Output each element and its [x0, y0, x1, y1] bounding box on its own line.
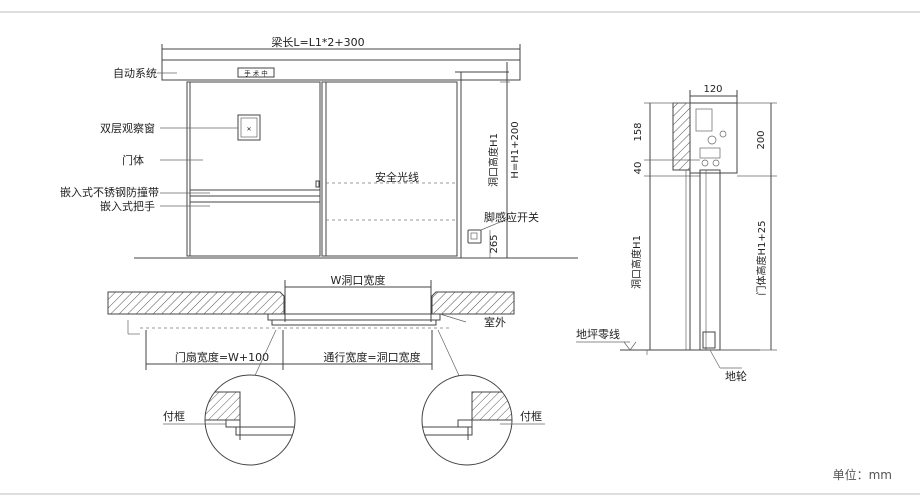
frame-detail-right: 付框	[421, 374, 545, 466]
floor-level-label: 地坪零线	[576, 327, 620, 341]
control-panel-label: 手 术 中	[244, 69, 268, 78]
opening-width-label: W洞口宽度	[331, 273, 386, 287]
leaf-width-label: 门扇宽度=W+100	[175, 350, 269, 364]
dim-158-label: 158	[633, 122, 644, 141]
handle-label: 嵌入式把手	[100, 199, 155, 213]
safety-beam-label: 安全光线	[375, 170, 419, 184]
passage-width-label: 通行宽度=洞口宽度	[323, 350, 420, 364]
floor-wheel-label: 地轮	[725, 369, 747, 383]
frame-detail-left: 付框	[163, 374, 296, 466]
floor-wheel-part	[702, 331, 716, 349]
stainless-strip-label: 嵌入式不锈钢防撞带	[60, 185, 159, 199]
left-wall	[107, 291, 285, 315]
foot-switch-label: 脚感应开关	[484, 210, 539, 224]
observation-window	[237, 114, 261, 141]
plan-view: W洞口宽度 室外 门扇宽度=W+100 通行宽度=洞口宽度	[107, 273, 545, 466]
observation-window-label: 双层观察窗	[100, 121, 155, 135]
h-total-label: H=H1+200	[510, 121, 521, 178]
right-door-leaf	[321, 81, 458, 257]
unit-label: 单位：mm	[832, 468, 892, 482]
front-elevation: 梁长L=L1*2+300 手 术 中 自动系统 ✕ 双层观察窗 门体 嵌入式不锈…	[60, 35, 578, 259]
foot-switch	[467, 229, 482, 244]
dim-200-label: 200	[756, 130, 767, 149]
side-section: 120 158 40 200 洞口高度H1	[576, 84, 777, 383]
door-body-label: 门体	[122, 153, 144, 167]
operator-box	[689, 102, 738, 174]
right-wall	[431, 291, 515, 315]
side-door-leaf	[699, 169, 721, 351]
frame-right-label: 付框	[520, 410, 542, 423]
outdoor-label: 室外	[484, 315, 506, 329]
door-height-label: 门体高度H1+25	[755, 221, 768, 296]
control-panel	[237, 67, 275, 78]
left-door-leaf	[186, 81, 321, 257]
dim-40-label: 40	[633, 162, 644, 175]
auto-system-label: 自动系统	[113, 67, 157, 80]
dim-120-label: 120	[703, 84, 722, 95]
beam-length-label: 梁长L=L1*2+300	[271, 35, 364, 49]
frame-left-label: 付框	[163, 410, 185, 423]
dim-265-label: 265	[489, 234, 500, 253]
svg-text:✕: ✕	[246, 126, 251, 133]
opening-height-label: 洞口高度H1	[487, 133, 500, 187]
side-opening-height-label: 洞口高度H1	[630, 235, 643, 289]
